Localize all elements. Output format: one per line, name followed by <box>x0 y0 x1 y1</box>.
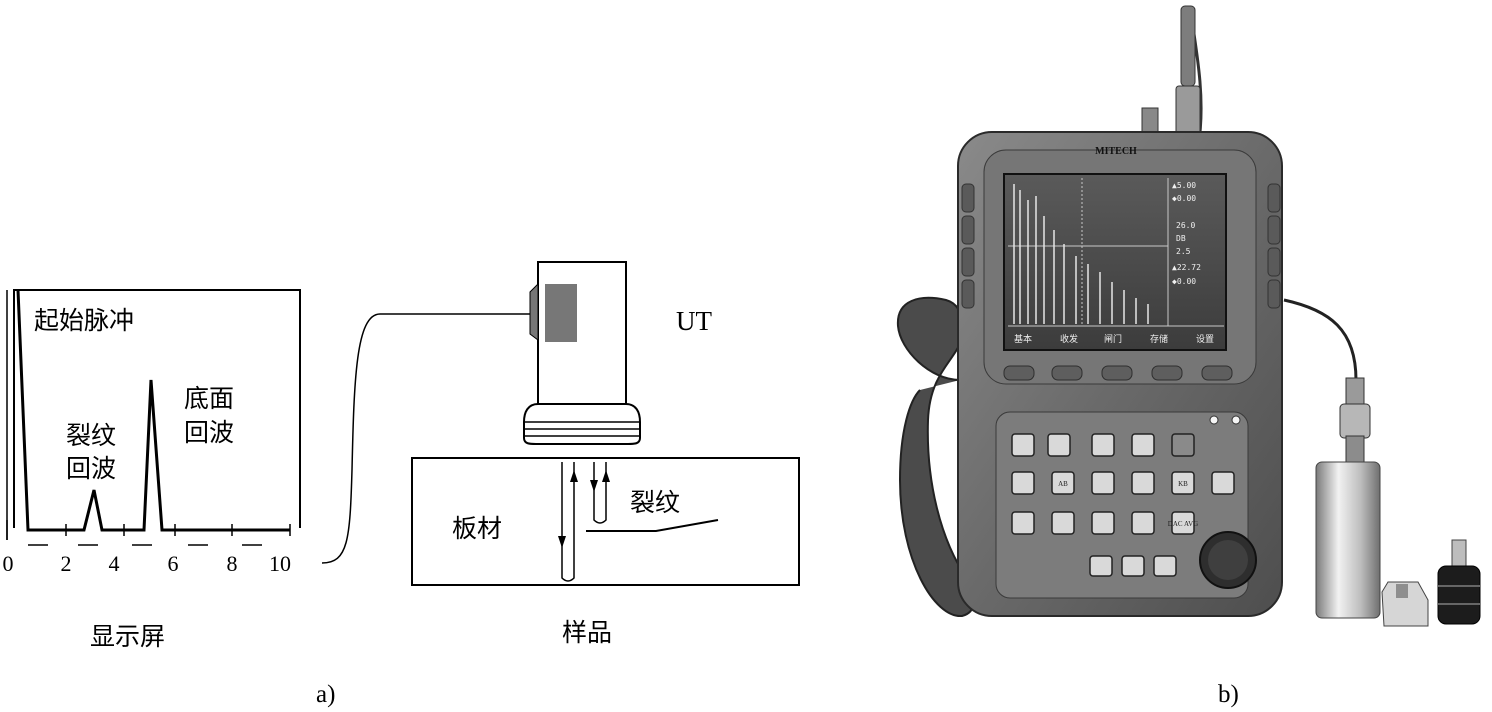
readout-5: 2.5 <box>1176 247 1191 256</box>
readout-3: 26.0 <box>1176 221 1195 230</box>
softkey-label-4: 存储 <box>1150 333 1168 345</box>
tick-label-10: 10 <box>269 551 291 576</box>
tick-label-6: 6 <box>168 551 179 576</box>
tick-label-4: 4 <box>109 551 120 576</box>
crack-echo-label-line2: 回波 <box>66 454 116 483</box>
softkey-label-2: 收发 <box>1060 333 1078 345</box>
panel-b-caption: b) <box>1218 681 1239 708</box>
probe-head <box>523 403 641 445</box>
readout-6: ▲22.72 <box>1172 263 1201 272</box>
panel-a: 0 2 4 6 8 10 起始脉冲 裂纹 回波 底面 回波 显示屏 <box>3 261 800 708</box>
probe-connector <box>529 282 539 341</box>
side-rail-left <box>961 183 975 309</box>
screen-frame <box>13 289 301 528</box>
tick-label-0: 0 <box>3 551 14 576</box>
screen-caption: 显示屏 <box>90 622 165 651</box>
bottom-echo-label-line2: 回波 <box>184 418 234 447</box>
axis-tick-labels: 0 2 4 6 8 10 <box>3 551 292 576</box>
keypad-key-text: AB KB DAC AVG <box>1058 480 1198 528</box>
probe-connector-plate <box>545 284 577 342</box>
tick-label-2: 2 <box>61 551 72 576</box>
bottom-echo-label-line1: 底面 <box>184 384 234 413</box>
tick-label-8: 8 <box>227 551 238 576</box>
softkey-label-5: 设置 <box>1196 334 1214 345</box>
key-label-dac: DAC AVG <box>1168 520 1198 528</box>
panel-a-caption: a) <box>316 681 335 708</box>
top-connector-base <box>1175 85 1201 135</box>
axis-tick-marks <box>6 520 291 540</box>
key-label-ab: AB <box>1058 480 1068 488</box>
a-scan-waveform <box>16 289 290 532</box>
grip-handle <box>896 296 975 618</box>
probe-head-stripes <box>524 421 640 437</box>
softkey-label-1: 基本 <box>1014 333 1032 345</box>
sample-caption: 样品 <box>562 618 612 647</box>
probe-cable <box>321 313 532 564</box>
keypad-panel <box>995 411 1249 599</box>
lcd-grid <box>1008 178 1224 327</box>
sound-paths <box>561 462 607 582</box>
probe-label: UT <box>676 306 712 336</box>
dual-element-probe <box>1437 539 1481 625</box>
softkey-row <box>1003 365 1233 381</box>
ultrasonic-flaw-detector-photo: MITECH <box>896 5 1481 627</box>
probe-cable-b <box>1283 298 1358 381</box>
angle-probe <box>1381 581 1429 627</box>
lcd-softkey-labels: 基本 收发 闸门 存储 设置 <box>1014 333 1214 345</box>
plate-label: 板材 <box>452 514 502 543</box>
sample: 板材 裂纹 样品 <box>411 457 800 647</box>
crack-echo-label-line1: 裂纹 <box>66 421 116 450</box>
brand-label: MITECH <box>1095 146 1137 157</box>
keypad-keys <box>1011 433 1235 577</box>
readout-7: ◆0.00 <box>1172 277 1196 286</box>
readout-1: ▲5.00 <box>1172 181 1196 190</box>
initial-pulse-label: 起始脉冲 <box>34 306 134 335</box>
status-leds <box>1209 415 1241 425</box>
ut-probe: UT <box>523 261 712 445</box>
readout-2: ◆0.00 <box>1172 194 1196 203</box>
top-connector <box>1180 5 1196 87</box>
readout-4: DB <box>1176 234 1186 243</box>
softkey-label-3: 闸门 <box>1104 333 1122 345</box>
crack-line <box>586 519 719 532</box>
crack-label: 裂纹 <box>630 488 680 517</box>
lcd-waveform <box>1013 184 1149 324</box>
cylinder-probe <box>1315 377 1381 619</box>
key-label-kb: KB <box>1178 480 1188 488</box>
rotary-knob <box>1199 531 1257 589</box>
side-rail-right <box>1267 183 1281 309</box>
lcd-readouts: ▲5.00 ◆0.00 26.0 DB 2.5 ▲22.72 ◆0.00 <box>1172 181 1201 286</box>
display-screen: 0 2 4 6 8 10 起始脉冲 裂纹 回波 底面 回波 显示屏 <box>3 289 301 651</box>
lcd-screen <box>1003 173 1227 351</box>
panel-b: MITECH <box>896 5 1481 708</box>
sound-arrows <box>558 470 610 548</box>
